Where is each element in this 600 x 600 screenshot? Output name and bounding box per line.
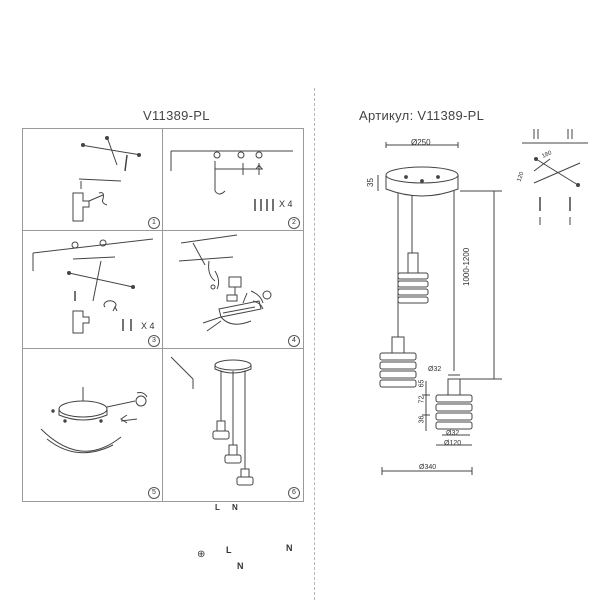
step-number-5: 5 bbox=[148, 487, 160, 499]
step-panel-3: X 4 3 bbox=[22, 230, 164, 350]
wire-live-label: L bbox=[226, 545, 232, 555]
step-number-3: 3 bbox=[148, 335, 160, 347]
page-divider bbox=[314, 88, 315, 600]
step-3-illustration bbox=[32, 238, 154, 334]
wire-neutral-label-bottom: N bbox=[237, 561, 244, 571]
dim-shade-diameter: Ø120 bbox=[444, 440, 462, 447]
step-2-illustration bbox=[170, 150, 293, 211]
dim-pendant-bottom-height: 36 bbox=[418, 415, 426, 424]
right-title: Артикул: V11389-PL bbox=[359, 108, 485, 123]
step-2-quantity: X 4 bbox=[279, 199, 293, 209]
wire-live-label-top: L bbox=[215, 503, 220, 512]
wire-neutral-label-top: N bbox=[232, 503, 238, 512]
step-panel-1: 1 bbox=[22, 128, 164, 232]
step-4-illustration bbox=[178, 234, 272, 332]
dim-pendant-height-1: 65 bbox=[418, 379, 426, 388]
step-number-6: 6 bbox=[288, 487, 300, 499]
left-title: V11389-PL bbox=[143, 108, 210, 123]
step-number-1: 1 bbox=[148, 217, 160, 229]
wire-neutral-label: N bbox=[286, 543, 293, 553]
step-panel-2: X 4 2 bbox=[162, 128, 304, 232]
step-number-2: 2 bbox=[288, 217, 300, 229]
step-number-4: 4 bbox=[288, 335, 300, 347]
step-panel-6: 6 bbox=[162, 348, 304, 502]
dim-overall-diameter: Ø340 bbox=[419, 464, 437, 471]
dim-pendant-height-2: 72 bbox=[418, 395, 426, 404]
step-panel-5: 5 bbox=[22, 348, 164, 502]
dim-canopy-diameter: Ø250 bbox=[411, 138, 431, 147]
dim-pendant-base-diameter: Ø32 bbox=[446, 430, 460, 437]
step-6-illustration bbox=[170, 356, 254, 486]
dim-cable-length: 1000-1200 bbox=[462, 247, 471, 286]
dim-pendant-top-diameter: Ø32 bbox=[428, 366, 442, 373]
step-3-quantity: X 4 bbox=[141, 321, 155, 331]
step-5-illustration bbox=[40, 387, 148, 454]
dim-canopy-height: 35 bbox=[365, 178, 375, 187]
dimension-drawing bbox=[377, 129, 588, 475]
ground-symbol: ⊕ bbox=[197, 549, 206, 560]
step-1-illustration bbox=[72, 136, 142, 222]
step-panel-4: L N L N N ⊕ 4 bbox=[162, 230, 304, 571]
